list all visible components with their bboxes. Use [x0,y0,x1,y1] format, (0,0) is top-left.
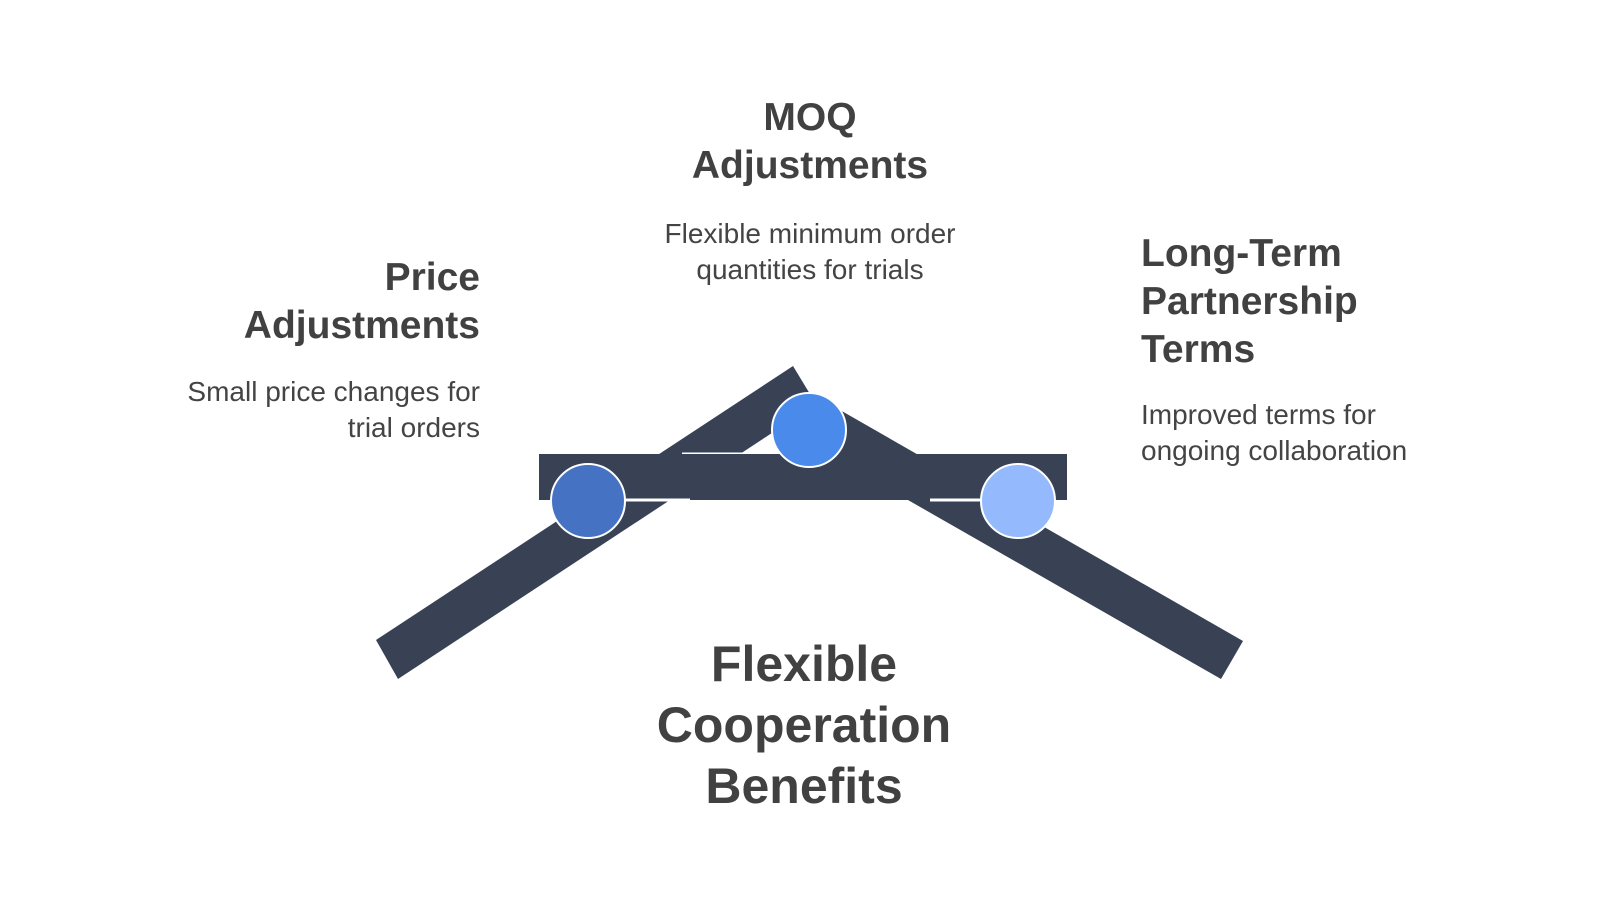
main-title-line: Flexible [710,636,898,692]
partnership-heading: Long-Term Partnership Terms [1141,230,1471,374]
partnership-heading-line: Partnership [1141,280,1358,323]
price-heading: Price Adjustments [170,254,480,350]
moq-description: Flexible minimum order quantities for tr… [600,216,1020,288]
moq-heading-line: Adjustments [691,144,929,187]
partnership-description-line: Improved terms for [1141,399,1376,430]
price-circle [550,463,626,539]
price-heading-line: Adjustments [243,304,480,347]
moq-heading-line: MOQ [763,96,857,139]
price-description-line: Small price changes for [187,376,480,407]
price-heading-line: Price [384,256,480,299]
price-description: Small price changes for trial orders [130,374,480,446]
partnership-heading-line: Long-Term [1141,232,1342,275]
price-description-line: trial orders [347,412,480,443]
partnership-circle [980,463,1056,539]
main-title-line: Cooperation [656,697,952,753]
partnership-heading-line: Terms [1141,328,1256,371]
moq-circle [771,392,847,468]
roof-separator-right [833,392,853,406]
main-title: Flexible Cooperation Benefits [604,634,1004,817]
moq-heading: MOQ Adjustments [640,94,980,190]
partnership-description-line: ongoing collaboration [1141,435,1408,466]
moq-description-line: quantities for trials [696,254,924,285]
partnership-description: Improved terms for ongoing collaboration [1141,397,1501,469]
main-title-line: Benefits [705,758,903,814]
moq-description-line: Flexible minimum order [664,218,956,249]
